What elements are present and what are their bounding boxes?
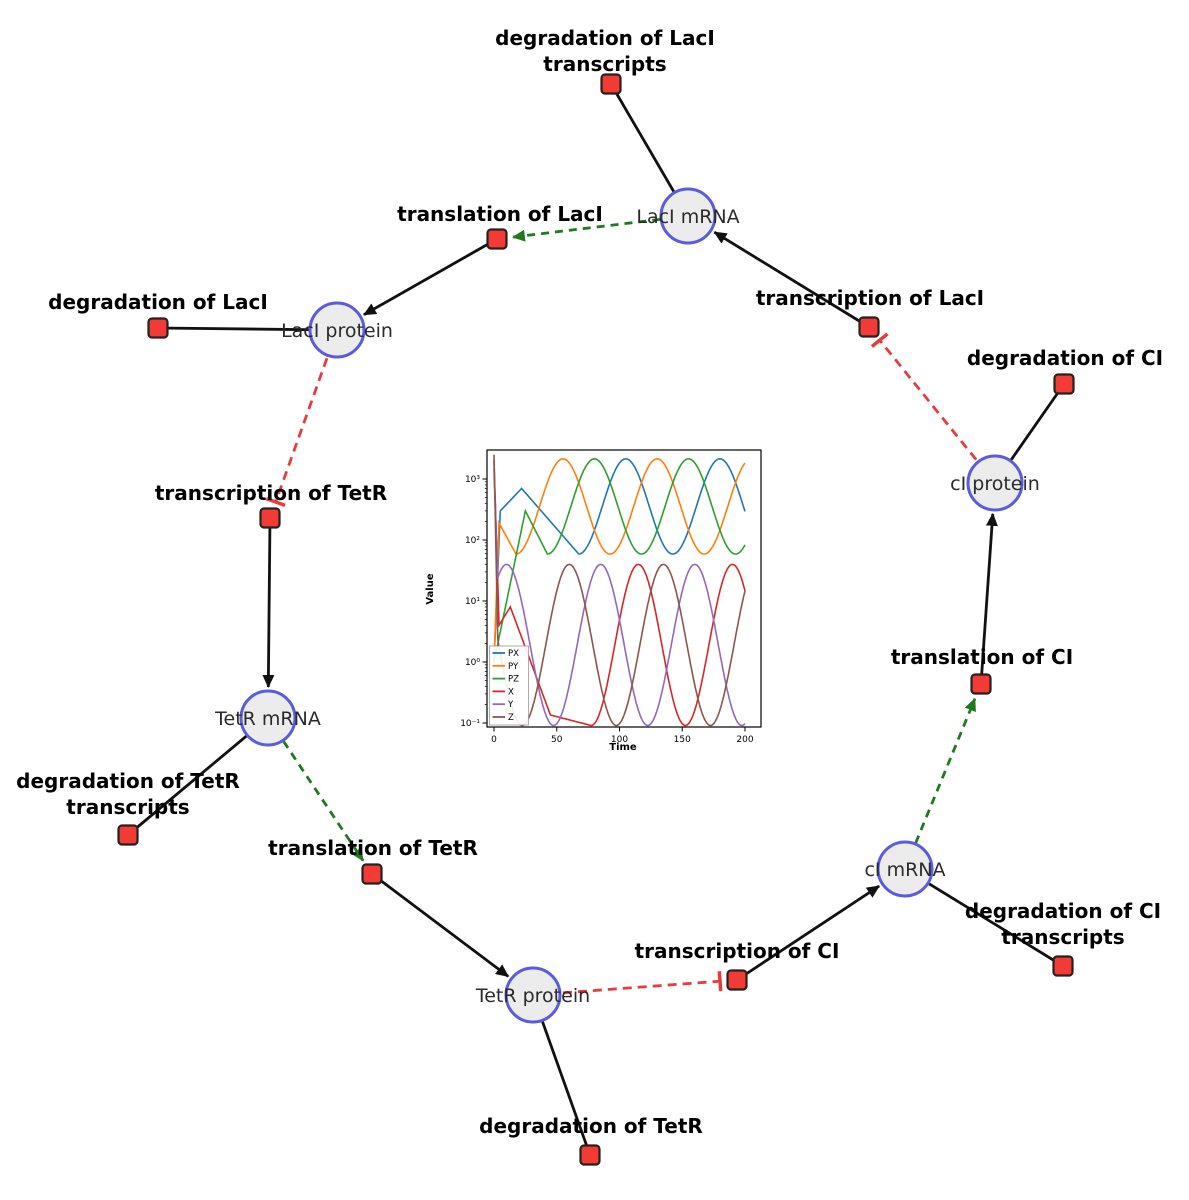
edge-modifier-laci_mrna-translation_laci xyxy=(511,214,689,242)
x-tick-label: 100 xyxy=(611,735,628,745)
species-node-ci_protein[interactable] xyxy=(966,454,1024,512)
reaction-label-deg_laci_tx-line1: transcripts xyxy=(543,52,666,76)
y-tick-label: 10⁰ xyxy=(465,658,480,668)
edge-modifier-tetr_mrna-translation_tetr xyxy=(266,717,365,862)
y-tick-label: 10¹ xyxy=(465,597,480,607)
series-line-Z xyxy=(493,454,746,727)
plot-axes-frame xyxy=(486,449,762,728)
reaction-label-deg_tetr_tx-line0: degradation of TetR xyxy=(16,769,240,793)
reaction-node-deg_tetr_tx[interactable] xyxy=(117,824,139,846)
edge-production-transcription_tetr-tetr_mrna xyxy=(262,517,275,688)
edge-consumption-ci_mrna-deg_ci_tx xyxy=(904,867,1064,968)
legend-label-Y: Y xyxy=(507,700,514,710)
series-line-Y xyxy=(493,468,746,727)
reaction-node-transcription_ci[interactable] xyxy=(726,969,748,991)
x-tick-label: 150 xyxy=(674,735,691,745)
reaction-label-deg_laci_tx-line0: degradation of LacI xyxy=(495,26,715,50)
species-label-ci_mrna: cI mRNA xyxy=(864,859,945,881)
edge-consumption-laci_protein-deg_laci xyxy=(157,326,338,332)
reaction-label-deg_ci_tx-line1: transcripts xyxy=(1001,925,1124,949)
reaction-label-deg_tetr-line0: degradation of TetR xyxy=(479,1114,703,1138)
species-label-laci_protein: LacI protein xyxy=(281,320,393,342)
x-axis-label: Time xyxy=(609,742,637,753)
reaction-label-deg_laci-line0: degradation of LacI xyxy=(48,290,268,314)
species-node-laci_protein[interactable] xyxy=(308,301,366,359)
series-line-PZ xyxy=(493,458,746,663)
y-tick-label: 10² xyxy=(465,536,480,546)
reaction-label-deg_ci-line0: degradation of CI xyxy=(967,346,1163,370)
series-line-PY xyxy=(493,458,746,663)
reaction-label-deg_ci_tx-line0: degradation of CI xyxy=(965,899,1161,923)
edge-production-transcription_ci-ci_mrna xyxy=(736,884,880,982)
legend-label-PZ: PZ xyxy=(508,675,519,685)
species-label-laci_mrna: LacI mRNA xyxy=(636,206,739,228)
nodes-layer xyxy=(117,73,1075,1166)
reaction-node-deg_ci[interactable] xyxy=(1053,373,1075,395)
legend-box xyxy=(489,645,529,726)
series-line-PX xyxy=(493,458,746,663)
reaction-label-deg_tetr_tx-line1: transcripts xyxy=(66,795,189,819)
plot-background xyxy=(487,450,761,727)
species-label-tetr_protein: TetR protein xyxy=(475,985,590,1007)
edge-inhibition-tetr_protein-transcription_ci xyxy=(532,971,723,997)
legend-label-Z: Z xyxy=(508,713,514,723)
edge-production-translation_tetr-tetr_protein xyxy=(371,872,510,978)
legend-label-X: X xyxy=(508,687,514,697)
reaction-node-deg_laci[interactable] xyxy=(147,317,169,339)
species-node-tetr_protein[interactable] xyxy=(504,966,562,1024)
edge-production-translation_ci-ci_protein xyxy=(979,512,998,685)
x-tick-label: 0 xyxy=(491,735,497,745)
edge-inhibition-ci_protein-transcription_laci xyxy=(870,332,997,484)
species-node-ci_mrna[interactable] xyxy=(876,840,934,898)
reaction-node-deg_tetr[interactable] xyxy=(579,1144,601,1166)
x-tick-label: 200 xyxy=(736,735,753,745)
edge-modifier-ci_mrna-translation_ci xyxy=(903,697,977,870)
reaction-label-transcription_tetr-line0: transcription of TetR xyxy=(155,481,387,505)
species-label-ci_protein: cI protein xyxy=(950,473,1040,495)
edge-production-translation_laci-laci_protein xyxy=(363,237,498,316)
y-axis-label: Value xyxy=(425,573,436,604)
reaction-label-transcription_ci-line0: transcription of CI xyxy=(635,939,840,963)
reaction-label-transcription_laci-line0: transcription of LacI xyxy=(756,286,984,310)
reaction-node-transcription_tetr[interactable] xyxy=(259,507,281,529)
reaction-node-translation_ci[interactable] xyxy=(970,673,992,695)
reaction-label-translation_laci-line0: translation of LacI xyxy=(397,202,603,226)
legend-label-PX: PX xyxy=(508,649,519,659)
edge-inhibition-laci_protein-transcription_tetr xyxy=(265,329,339,508)
reaction-node-transcription_laci[interactable] xyxy=(858,316,880,338)
reaction-node-deg_laci_tx[interactable] xyxy=(600,73,622,95)
species-label-tetr_mrna: TetR mRNA xyxy=(214,708,321,730)
edge-consumption-tetr_mrna-deg_tetr_tx xyxy=(127,716,269,837)
reaction-node-deg_ci_tx[interactable] xyxy=(1052,955,1074,977)
legend-label-PY: PY xyxy=(508,662,519,672)
reaction-label-translation_ci-line0: translation of CI xyxy=(891,645,1073,669)
species-node-tetr_mrna[interactable] xyxy=(239,689,297,747)
y-tick-label: 10³ xyxy=(465,475,480,485)
reaction-label-translation_tetr-line0: translation of TetR xyxy=(268,836,478,860)
y-tick-label: 10⁻¹ xyxy=(460,719,480,729)
reaction-node-translation_tetr[interactable] xyxy=(361,863,383,885)
edge-production-transcription_laci-laci_mrna xyxy=(713,231,870,329)
x-tick-label: 50 xyxy=(551,735,563,745)
species-node-laci_mrna[interactable] xyxy=(659,187,717,245)
reaction-node-translation_laci[interactable] xyxy=(486,228,508,250)
